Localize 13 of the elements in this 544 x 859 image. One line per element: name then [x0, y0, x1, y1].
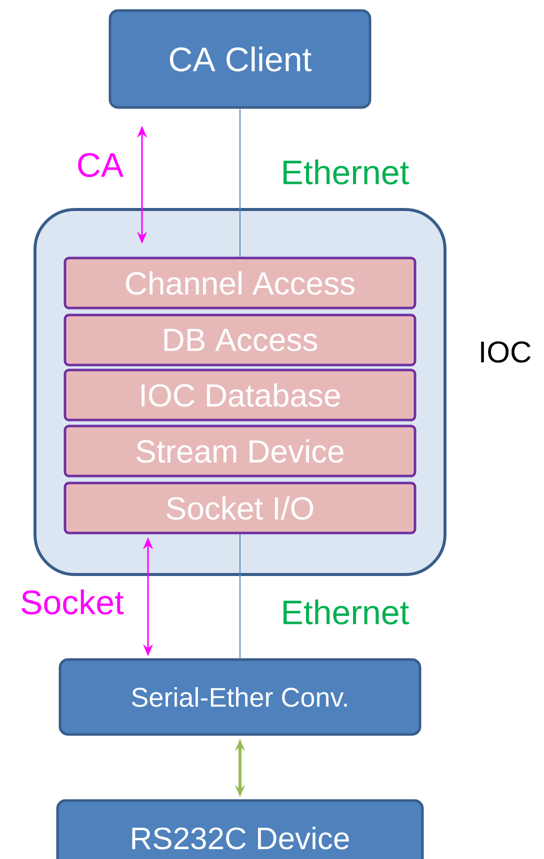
device-box: CA Client — [108, 9, 372, 109]
layer-box: DB Access — [64, 314, 416, 366]
layer-box: Socket I/O — [64, 482, 416, 534]
container-label: IOC — [481, 341, 531, 363]
edge-label: Ethernet — [284, 160, 409, 184]
edge-label: CA — [78, 152, 124, 178]
layer-box: IOC Database — [64, 368, 416, 422]
layer-box: Stream Device — [64, 424, 416, 478]
edge-label: Ethernet — [284, 600, 409, 624]
device-box: RS232C Device — [56, 799, 424, 859]
edge-label: Socket — [22, 590, 124, 614]
layer-box: Channel Access — [64, 256, 416, 310]
device-box: Serial-Ether Conv. — [58, 658, 422, 736]
